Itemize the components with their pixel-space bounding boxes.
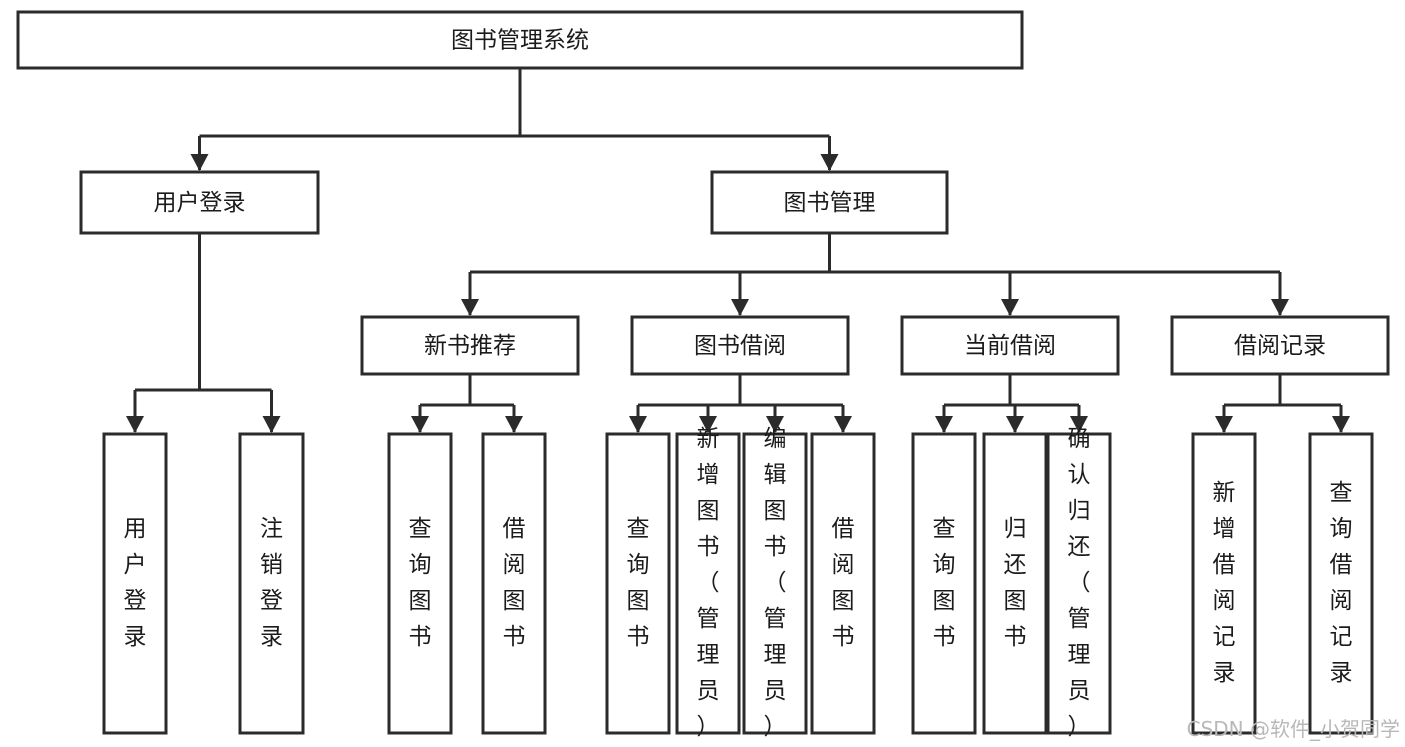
node-root-图书管理系统[interactable]: 图书管理系统 xyxy=(16,10,1024,70)
node-label: 借阅图书 xyxy=(832,516,855,650)
arrow-head-icon xyxy=(1215,416,1233,433)
node-label: 查询借阅记录 xyxy=(1330,480,1353,686)
node-box xyxy=(630,315,850,376)
node-label: 查询图书 xyxy=(627,516,650,650)
node-level2-图书管理[interactable]: 图书管理 xyxy=(710,170,949,235)
arrow-head-icon xyxy=(1006,416,1024,433)
node-leaf-查询图书[interactable]: 查询图书 xyxy=(387,432,453,735)
node-box xyxy=(1191,432,1257,735)
node-label: 当前借阅 xyxy=(964,333,1056,359)
node-leaf-借阅图书[interactable]: 借阅图书 xyxy=(481,432,547,735)
node-box xyxy=(810,432,876,735)
node-label: 查询图书 xyxy=(933,516,956,650)
arrow-head-icon xyxy=(1070,416,1088,433)
arrow-head-icon xyxy=(190,154,209,171)
node-box xyxy=(982,432,1048,735)
node-box xyxy=(102,432,168,735)
node-label: 确认归还（管理员） xyxy=(1068,426,1091,740)
node-label: 新增图书（管理员） xyxy=(697,426,720,740)
arrow-head-icon xyxy=(1332,416,1350,433)
arrow-head-icon xyxy=(461,299,479,316)
node-box xyxy=(605,432,671,735)
node-label: 图书管理系统 xyxy=(451,28,589,54)
arrow-head-icon xyxy=(731,299,749,316)
node-box xyxy=(481,432,547,735)
arrow-head-icon xyxy=(699,416,717,433)
arrow-head-icon xyxy=(820,154,839,171)
node-leaf-注销登录[interactable]: 注销登录 xyxy=(238,432,305,735)
node-box xyxy=(79,170,320,235)
node-level3-借阅记录[interactable]: 借阅记录 xyxy=(1170,315,1390,376)
node-level3-新书推荐[interactable]: 新书推荐 xyxy=(360,315,580,376)
node-label: 借阅记录 xyxy=(1234,333,1326,359)
node-level3-图书借阅[interactable]: 图书借阅 xyxy=(630,315,850,376)
arrow-head-icon xyxy=(935,416,953,433)
node-label: 注销登录 xyxy=(260,516,283,650)
node-box xyxy=(16,10,1024,70)
node-level2-用户登录[interactable]: 用户登录 xyxy=(79,170,320,235)
node-box xyxy=(911,432,977,735)
arrow-head-icon xyxy=(505,416,523,433)
node-box xyxy=(1308,432,1374,735)
node-label: 图书借阅 xyxy=(694,333,786,359)
node-box xyxy=(710,170,949,235)
node-label: 图书管理 xyxy=(784,190,876,216)
node-box xyxy=(900,315,1120,376)
node-leaf-查询图书[interactable]: 查询图书 xyxy=(911,432,977,735)
arrow-head-icon xyxy=(411,416,429,433)
connector-layer xyxy=(126,68,1350,433)
arrow-head-icon xyxy=(629,416,647,433)
arrow-head-icon xyxy=(766,416,784,433)
arrow-head-icon xyxy=(262,416,281,433)
node-leaf-查询借阅记录[interactable]: 查询借阅记录 xyxy=(1308,432,1374,735)
arrow-head-icon xyxy=(1001,299,1019,316)
node-leaf-确认归还管理员[interactable]: 确认归还（管理员） xyxy=(1046,426,1112,740)
arrow-head-icon xyxy=(1271,299,1289,316)
node-label: 用户登录 xyxy=(124,516,147,650)
arrow-head-icon xyxy=(834,416,852,433)
node-box xyxy=(1046,432,1112,735)
node-leaf-新增借阅记录[interactable]: 新增借阅记录 xyxy=(1191,432,1257,735)
node-label: 归还图书 xyxy=(1004,516,1027,650)
node-leaf-查询图书[interactable]: 查询图书 xyxy=(605,432,671,735)
node-label: 用户登录 xyxy=(154,190,246,216)
node-label: 新增借阅记录 xyxy=(1213,480,1236,686)
node-label: 查询图书 xyxy=(409,516,432,650)
node-label: 新书推荐 xyxy=(424,333,516,359)
node-leaf-借阅图书[interactable]: 借阅图书 xyxy=(810,432,876,735)
node-leaf-新增图书管理员[interactable]: 新增图书（管理员） xyxy=(675,426,741,740)
node-leaf-编辑图书管理员[interactable]: 编辑图书（管理员） xyxy=(742,426,808,740)
node-leaf-用户登录[interactable]: 用户登录 xyxy=(102,432,168,735)
csdn-watermark: CSDN @软件_小贺同学 xyxy=(1187,717,1400,741)
node-box xyxy=(238,432,305,735)
node-box xyxy=(360,315,580,376)
node-layer: 图书管理系统用户登录图书管理新书推荐图书借阅当前借阅借阅记录用户登录注销登录查询… xyxy=(16,10,1390,740)
arrow-head-icon xyxy=(126,416,144,433)
node-box xyxy=(675,432,741,735)
node-label: 借阅图书 xyxy=(503,516,526,650)
node-box xyxy=(1170,315,1390,376)
node-label: 编辑图书（管理员） xyxy=(764,426,787,740)
node-leaf-归还图书[interactable]: 归还图书 xyxy=(982,432,1048,735)
node-level3-当前借阅[interactable]: 当前借阅 xyxy=(900,315,1120,376)
node-box xyxy=(387,432,453,735)
node-box xyxy=(742,432,808,735)
